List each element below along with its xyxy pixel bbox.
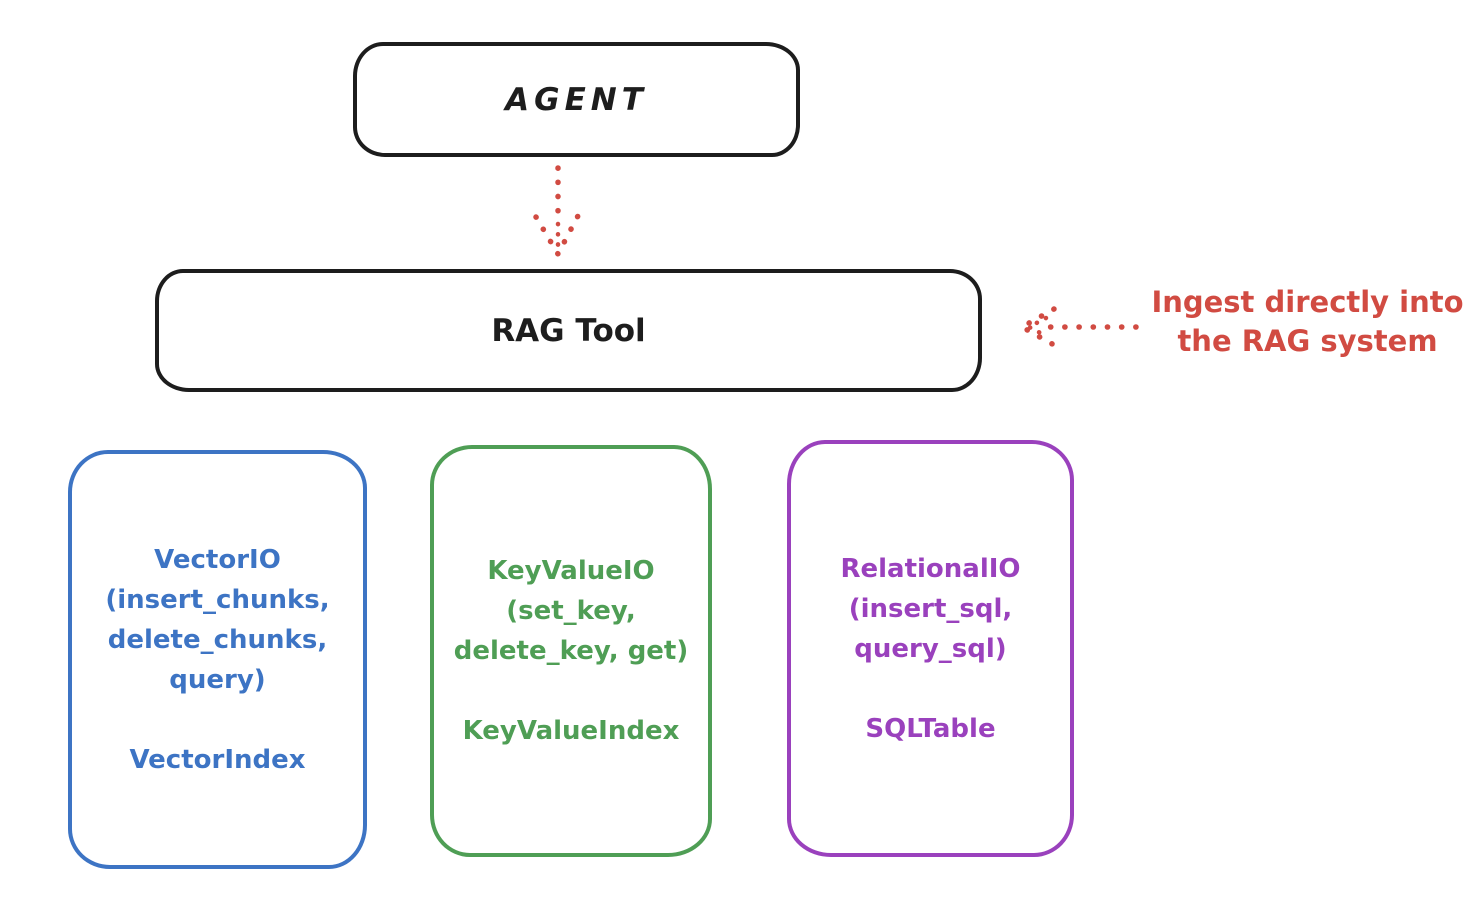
agent-label: AGENT	[505, 81, 648, 118]
vectorio-box: VectorIO (insert_chunks, delete_chunks, …	[68, 450, 367, 869]
ingest-dotted-left-arrow-icon	[1016, 306, 1139, 348]
relationalio-methods: (insert_sql, query_sql)	[848, 593, 1013, 664]
rag-tool-box: RAG Tool	[155, 269, 982, 392]
keyvalueio-title: KeyValueIO	[487, 556, 655, 586]
relationalio-box: RelationalIO (insert_sql, query_sql) SQL…	[787, 440, 1074, 857]
relationalio-index-label: SQLTable	[865, 713, 996, 744]
vectorio-methods: (insert_chunks, delete_chunks, query)	[105, 584, 330, 695]
keyvalueio-methods: (set_key, delete_key, get)	[453, 596, 689, 666]
ingest-annotation-line2: the RAG system	[1177, 324, 1438, 358]
keyvalueio-index-label: KeyValueIndex	[462, 716, 680, 746]
relationalio-title: RelationalIO	[840, 553, 1021, 584]
vectorio-title: VectorIO	[154, 544, 281, 575]
ingest-annotation-line1: Ingest directly into	[1151, 285, 1464, 319]
keyvalueio-box: KeyValueIO (set_key, delete_key, get) Ke…	[430, 445, 712, 857]
vectorio-index-label: VectorIndex	[129, 744, 306, 775]
ingest-annotation: Ingest directly into the RAG system	[1140, 283, 1475, 361]
agent-to-rag-dotted-down-arrow-icon	[533, 165, 583, 260]
rag-tool-label: RAG Tool	[491, 312, 646, 349]
agent-box: AGENT	[353, 42, 800, 157]
